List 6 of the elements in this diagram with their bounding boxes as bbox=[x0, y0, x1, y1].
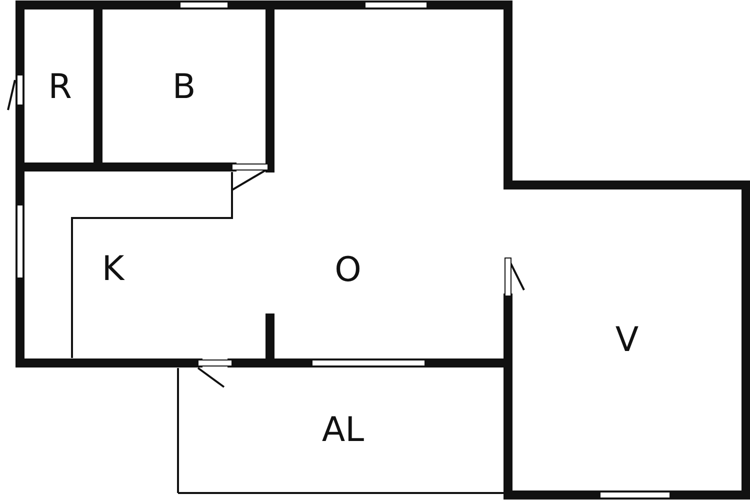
room-label: R bbox=[48, 70, 72, 104]
room-label: K bbox=[102, 252, 124, 286]
room-label: V bbox=[615, 323, 639, 357]
room-label: B bbox=[172, 70, 196, 104]
room-label: O bbox=[334, 253, 362, 287]
room-label: AL bbox=[322, 413, 364, 447]
